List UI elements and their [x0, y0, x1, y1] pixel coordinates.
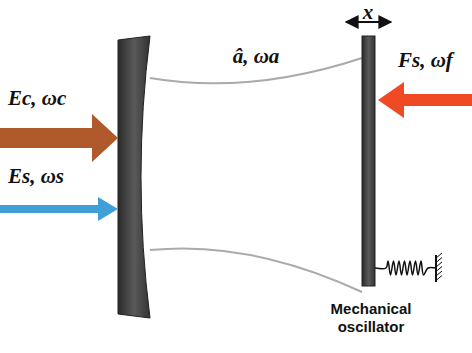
control-field-arrow [0, 114, 118, 162]
beam-edge [150, 248, 362, 292]
wall-hatch [436, 253, 442, 281]
cavity-mode-label: â, ωa [233, 44, 280, 69]
input-mirror [118, 36, 150, 318]
hatch-stroke [436, 276, 442, 281]
displacement-label: x [363, 0, 374, 25]
spring [375, 261, 436, 275]
hatch-stroke [436, 262, 442, 267]
hatch-stroke [436, 267, 442, 272]
spring-coil [375, 261, 436, 275]
movable-mirror [362, 36, 375, 286]
hatch-stroke [436, 258, 442, 263]
part-name: Mechanical oscillator [316, 300, 426, 336]
field-label: Es, ωs [8, 164, 64, 189]
signal-field-arrow [0, 197, 118, 221]
hatch-stroke [436, 271, 442, 276]
hatch-stroke [436, 253, 442, 258]
force-arrow [378, 82, 472, 118]
field-label: Ec, ωc [8, 86, 66, 111]
wall [435, 255, 437, 282]
force-label: Fs, ωf [398, 48, 453, 73]
